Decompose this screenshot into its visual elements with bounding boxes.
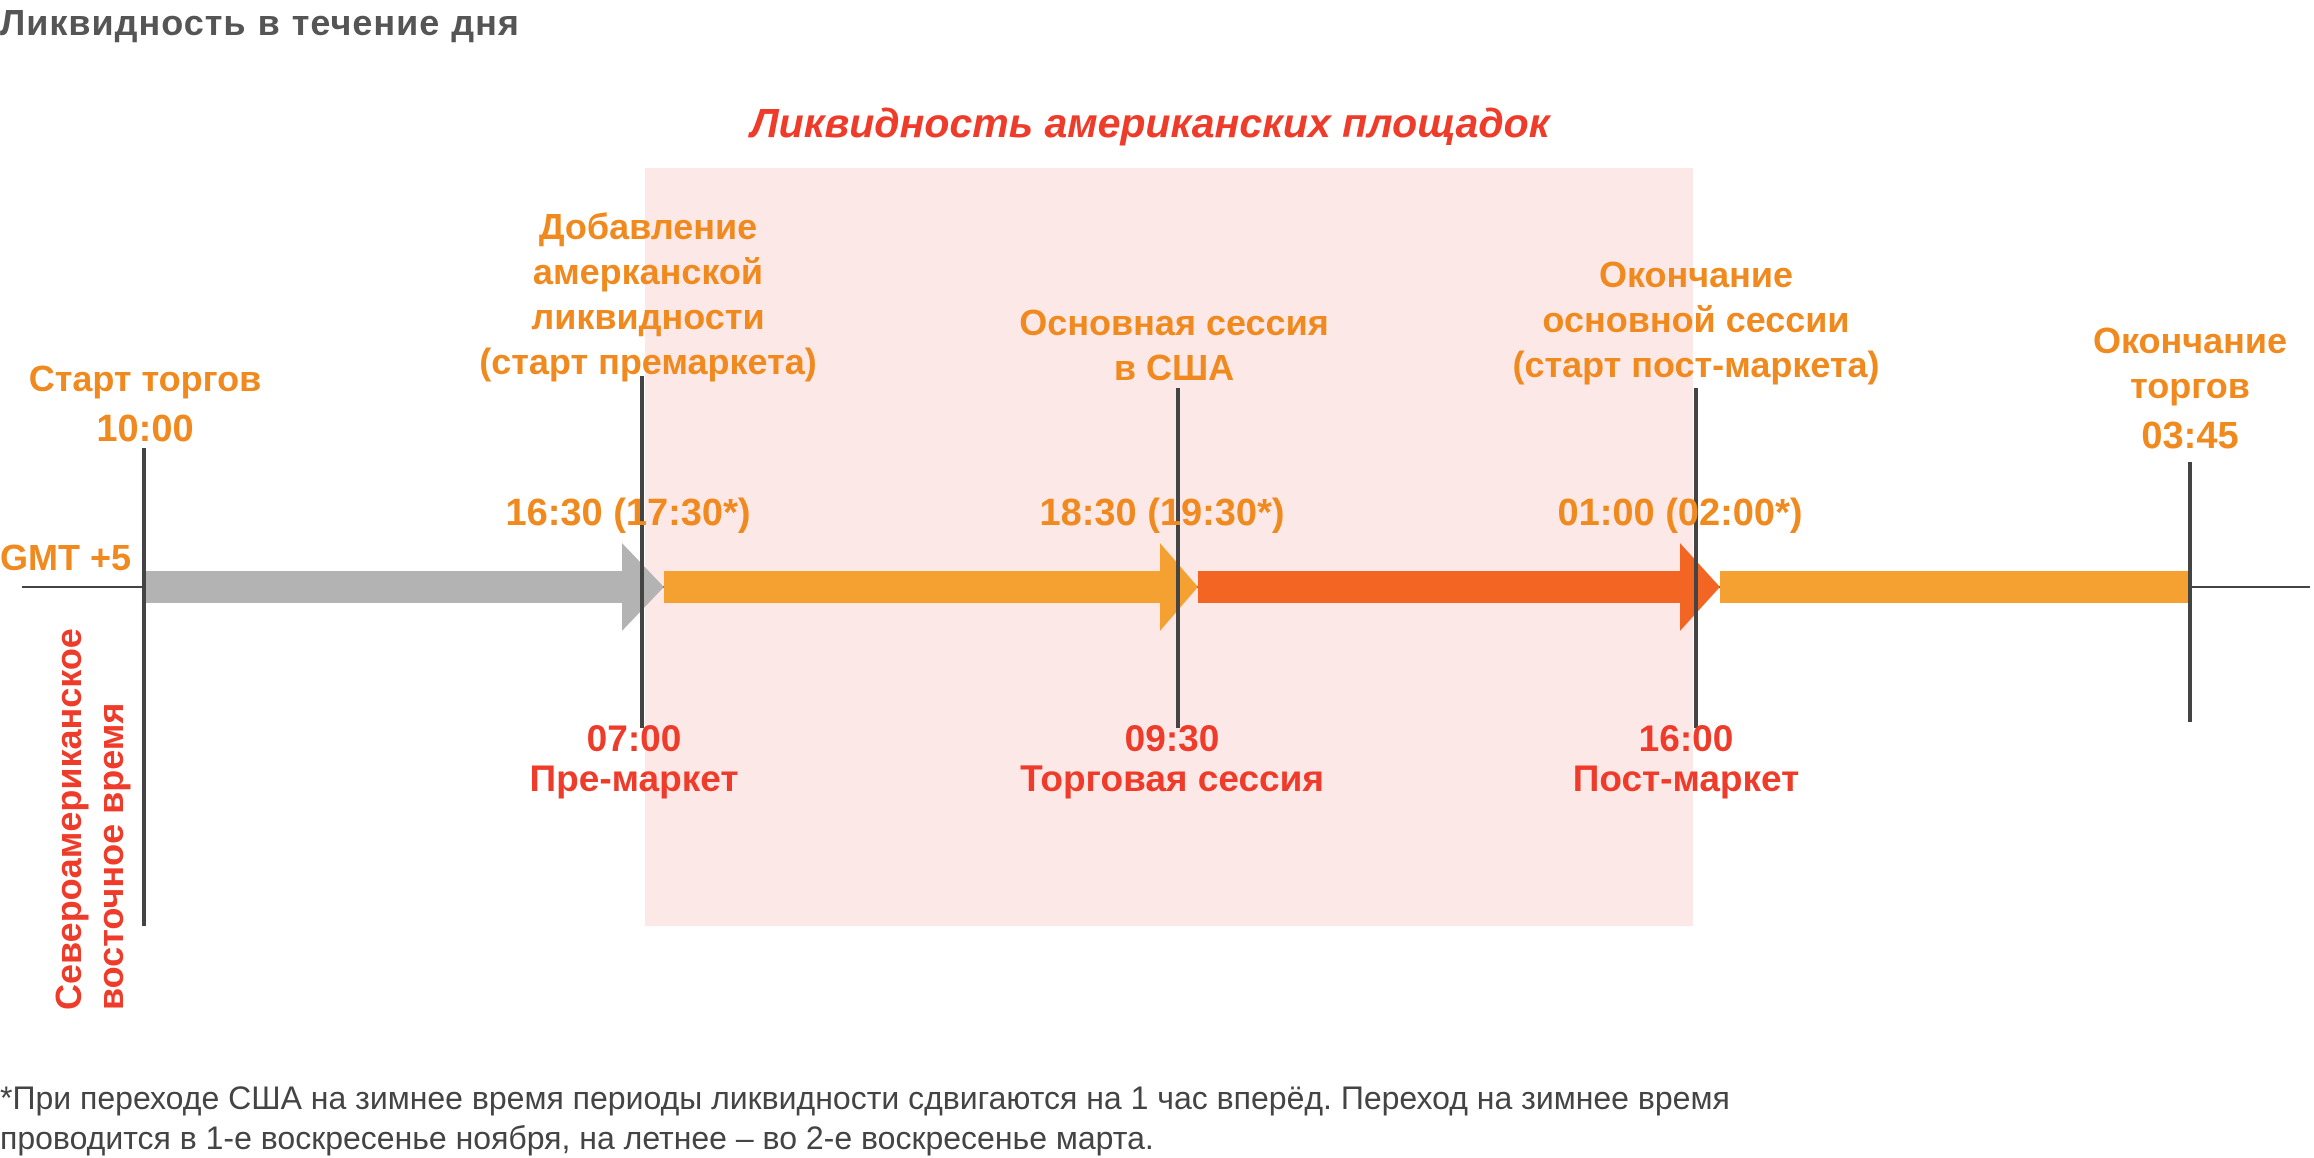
page-title: Ликвидность в течение дня	[0, 2, 520, 43]
segment-premarket	[664, 571, 1162, 603]
event-label-line: в США	[1113, 347, 1235, 388]
vertical-label-line: восточное время	[90, 702, 131, 1010]
et-time-main-session: 09:30	[1124, 718, 1220, 759]
event-label-line: основной сессии	[1542, 299, 1850, 340]
segment-postmarket	[1720, 571, 2190, 603]
event-label-line: торгов	[2130, 365, 2250, 406]
footnote-line: проводится в 1-е воскресенье ноября, на …	[0, 1120, 1154, 1156]
event-time-main-session: 18:30 (19:30*)	[1039, 492, 1285, 534]
event-label-line: Добавление	[538, 206, 758, 247]
et-time-premarket: 07:00	[586, 718, 682, 759]
event-label-line: ликвидности	[531, 296, 765, 337]
event-time-postmarket: 01:00 (02:00*)	[1557, 492, 1803, 534]
vertical-label-line: Североамериканское	[48, 628, 89, 1010]
event-label-end: Окончание торгов 03:45	[2093, 318, 2287, 459]
event-label-start: Старт торгов 10:00	[29, 356, 262, 452]
footnote: *При переходе США на зимнее время период…	[0, 1078, 2290, 1158]
region-label: Ликвидность американских площадок	[750, 100, 1550, 146]
event-label-line: Основная сессия	[1019, 302, 1329, 343]
us-liquidity-region	[645, 168, 1693, 926]
timezone-label: GMT +5	[0, 537, 132, 578]
segment-gray	[144, 571, 624, 603]
et-name-postmarket: Пост-маркет	[1572, 758, 1800, 799]
event-label-premarket: Добавление амерканской ликвидности (стар…	[479, 204, 816, 384]
event-label-line: (старт премаркета)	[479, 341, 817, 382]
et-time-postmarket: 16:00	[1638, 718, 1734, 759]
event-time-premarket: 16:30 (17:30*)	[505, 492, 751, 534]
event-label-line: амерканской	[532, 251, 764, 292]
footnote-line: *При переходе США на зимнее время период…	[0, 1080, 1730, 1116]
event-label-line: (старт пост-маркета)	[1512, 344, 1880, 385]
event-label-postmarket: Окончание основной сессии (старт пост-ма…	[1512, 252, 1879, 387]
et-name-main-session: Торговая сессия	[1020, 758, 1324, 799]
et-name-premarket: Пре-маркет	[529, 758, 739, 799]
vertical-timezone-label: Североамериканское восточное время	[48, 610, 448, 1010]
arrow-main-session	[1680, 543, 1720, 631]
event-time-end: 03:45	[2141, 415, 2239, 457]
event-label-line: Старт торгов	[28, 358, 262, 399]
event-time-start: 10:00	[96, 408, 194, 450]
event-label-main-session: Основная сессия в США	[1019, 300, 1328, 390]
segment-main-session	[1198, 571, 1682, 603]
event-label-line: Окончание	[1598, 254, 1794, 295]
event-label-line: Окончание	[2092, 320, 2288, 361]
